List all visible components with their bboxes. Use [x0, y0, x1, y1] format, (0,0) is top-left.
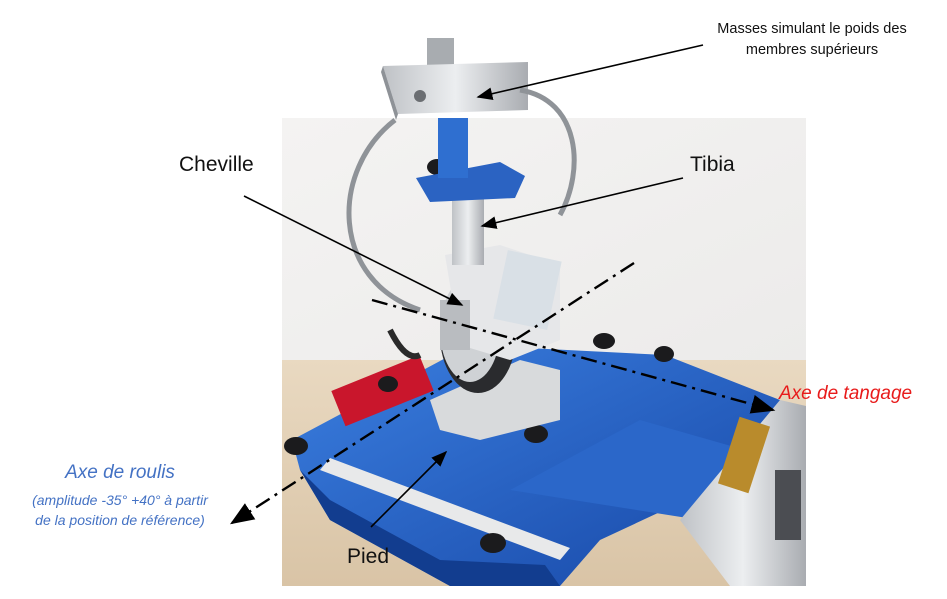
roll-axis-note-line1: (amplitude -35° +40° à partir [32, 492, 208, 508]
tibia-leader-line [480, 177, 684, 229]
pied-leader-line [370, 450, 448, 528]
masses-leader-line [476, 44, 704, 100]
cable-loop [346, 87, 577, 360]
device-side-plate [680, 400, 806, 586]
roll-axis-line [229, 261, 635, 525]
roll-axis-note: (amplitude -35° +40° à partir de la posi… [4, 490, 236, 530]
masses-label: Masses simulant le poids des membres sup… [690, 19, 934, 61]
tibia-label: Tibia [690, 153, 735, 176]
pitch-axis-line [371, 298, 776, 414]
masses-label-line2: membres supérieurs [745, 42, 879, 58]
roll-axis-note-line2: de la position de référence) [35, 512, 205, 528]
mass-plate [381, 62, 528, 120]
pied-label: Pied [347, 545, 390, 568]
masses-label-line1: Masses simulant le poids des [717, 21, 907, 37]
roll-axis-label: Axe de roulis [65, 462, 175, 483]
cheville-leader-line [243, 195, 464, 306]
pitch-axis-label: Axe de tangage [779, 383, 913, 404]
cheville-label: Cheville [179, 153, 254, 176]
